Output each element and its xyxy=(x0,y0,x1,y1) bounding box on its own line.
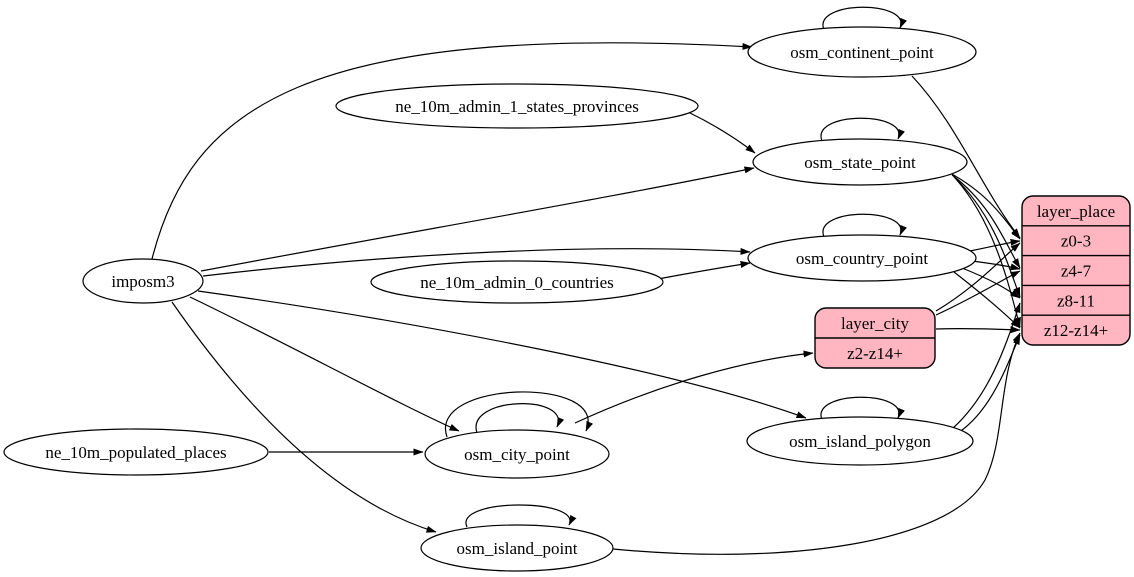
node-osm-city-point-label: osm_city_point xyxy=(464,445,570,464)
node-osm-continent-point-label: osm_continent_point xyxy=(790,43,934,62)
node-ne-10m-populated-places: ne_10m_populated_places xyxy=(3,428,269,476)
self-loop-osm-state-point xyxy=(820,117,905,142)
node-osm-continent-point-shape xyxy=(747,26,977,78)
self-loop-osm-island-polygon xyxy=(820,396,905,421)
edge-ne-10m-admin-0-countries-osm-country-point xyxy=(657,261,751,280)
node-ne-10m-admin-0-countries: ne_10m_admin_0_countries xyxy=(370,260,664,304)
node-osm-city-point: osm_city_point xyxy=(424,429,610,479)
edge-imposm3-osm-country-point xyxy=(202,247,751,277)
node-osm-island-point: osm_island_point xyxy=(420,524,614,572)
edge-imposm3-osm-island-point xyxy=(171,301,437,533)
edge-imposm3-osm-city-point xyxy=(189,296,460,432)
node-ne-10m-populated-places-shape xyxy=(3,428,269,476)
node-osm-state-point-shape xyxy=(752,138,968,186)
node-imposm3-shape xyxy=(82,258,204,304)
node-ne-10m-admin-1-states-provinces: ne_10m_admin_1_states_provinces xyxy=(335,83,699,129)
node-osm-island-point-shape xyxy=(420,524,614,572)
node-imposm3: imposm3 xyxy=(82,258,204,304)
node-layer-place-row-z4-7: z4-7 xyxy=(1061,262,1092,281)
node-ne-10m-admin-1-states-provinces-shape xyxy=(335,83,699,129)
edge-osm-country-point-layer-place-z0-3 xyxy=(969,238,1021,252)
edge-layer-city-layer-place-z0-3 xyxy=(935,242,1021,312)
node-osm-island-polygon-shape xyxy=(746,416,974,466)
edge-imposm3-osm-state-point xyxy=(200,166,755,272)
node-ne-10m-populated-places-label: ne_10m_populated_places xyxy=(45,443,226,462)
edge-osm-state-point-layer-place-z8-11 xyxy=(953,176,1021,298)
edge-ne-10m-admin-1-states-provinces-osm-state-point xyxy=(687,111,756,154)
node-osm-island-polygon: osm_island_polygon xyxy=(746,416,974,466)
edge-osm-island-polygon-layer-place-z8-11 xyxy=(951,302,1021,430)
edge-osm-island-polygon-layer-place-z12-z14plus xyxy=(957,334,1021,434)
edge-osm-continent-point-layer-place-z0-3 xyxy=(911,75,1021,239)
node-layer-city-row-z2-z14plus: z2-z14+ xyxy=(847,344,903,363)
node-layer-place-row-z8-11: z8-11 xyxy=(1057,291,1095,310)
node-layer-place-shape xyxy=(1021,195,1131,346)
edge-imposm3-osm-island-polygon xyxy=(197,290,807,419)
node-layer-place-row-z0-3: z0-3 xyxy=(1061,232,1091,251)
self-loop-osm-country-point xyxy=(822,213,907,238)
edge-imposm3-osm-continent-point xyxy=(151,42,753,260)
node-layer-place-row-z12-z14plus: z12-z14+ xyxy=(1044,321,1108,340)
edge-layer-city-layer-place-z4-7 xyxy=(935,270,1021,316)
edge-osm-country-point-layer-place-z12-z14plus xyxy=(953,271,1021,329)
node-ne-10m-admin-0-countries-shape xyxy=(370,260,664,304)
node-osm-country-point-label: osm_country_point xyxy=(796,249,928,268)
node-osm-island-polygon-label: osm_island_polygon xyxy=(789,432,931,451)
self-loop-osm-city-point xyxy=(475,403,565,434)
node-layer-city-title: layer_city xyxy=(841,314,909,333)
node-osm-city-point-shape xyxy=(424,429,610,479)
node-osm-state-point-label: osm_state_point xyxy=(804,153,916,172)
node-osm-island-point-label: osm_island_point xyxy=(457,539,578,558)
node-layer-place-title: layer_place xyxy=(1037,202,1115,221)
self-loop-osm-city-point xyxy=(444,391,593,438)
self-loop-osm-island-point xyxy=(465,504,577,528)
node-ne-10m-admin-1-states-provinces-label: ne_10m_admin_1_states_provinces xyxy=(395,97,639,116)
edge-osm-state-point-layer-place-z0-3 xyxy=(949,172,1021,240)
node-layer-place: layer_place z0-3 z4-7 z8-11 z12-z14+ xyxy=(1021,195,1131,346)
edge-osm-country-point-layer-place-z4-7 xyxy=(971,260,1021,271)
node-osm-country-point-shape xyxy=(747,234,977,282)
self-loop-osm-continent-point xyxy=(822,6,907,31)
node-osm-country-point: osm_country_point xyxy=(747,234,977,282)
edge-osm-state-point-layer-place-z4-7 xyxy=(951,174,1021,269)
node-osm-continent-point: osm_continent_point xyxy=(747,26,977,78)
edge-layer-city-layer-place-z12-z14plus xyxy=(935,326,1021,334)
node-osm-state-point: osm_state_point xyxy=(752,138,968,186)
edge-osm-city-point-layer-city-z2-z14plus xyxy=(574,350,814,424)
node-layer-city: layer_city z2-z14+ xyxy=(814,307,936,369)
node-ne-10m-admin-0-countries-label: ne_10m_admin_0_countries xyxy=(420,273,614,292)
edge-osm-island-point-layer-place-z12-z14plus xyxy=(612,332,1021,555)
node-imposm3-label: imposm3 xyxy=(111,272,174,291)
